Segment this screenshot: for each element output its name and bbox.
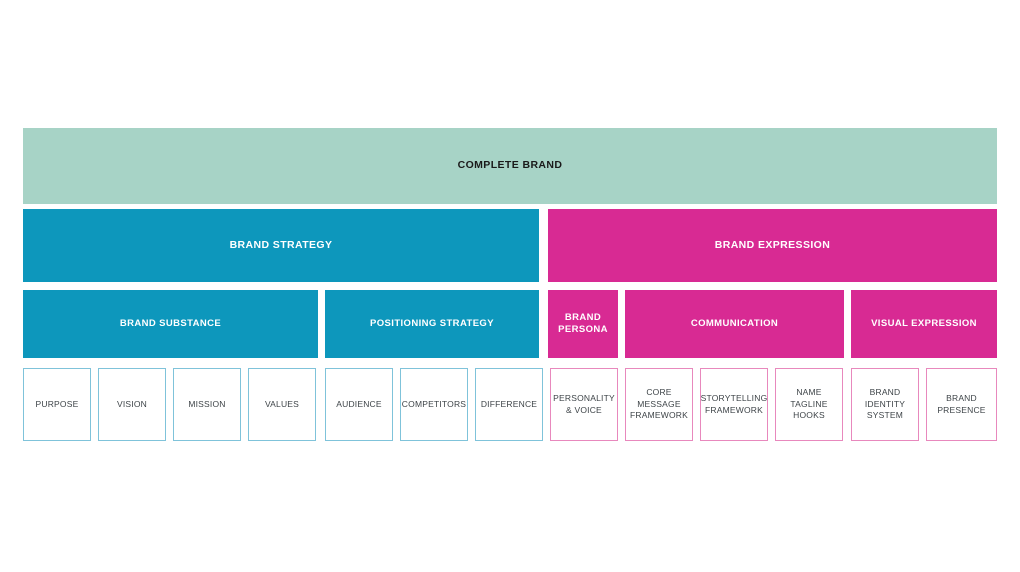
node-brand-substance-label: BRAND SUBSTANCE xyxy=(119,318,222,330)
node-brand-substance[interactable]: BRAND SUBSTANCE xyxy=(23,290,318,358)
node-values-label: VALUES xyxy=(264,398,300,409)
node-name-tagline-hooks-label: NAME TAGLINE HOOKS xyxy=(790,387,828,421)
node-name-tagline-hooks[interactable]: NAME TAGLINE HOOKS xyxy=(775,368,843,441)
node-visual-expression[interactable]: VISUAL EXPRESSION xyxy=(851,290,997,358)
node-brand-presence[interactable]: BRAND PRESENCE xyxy=(926,368,997,441)
node-vision[interactable]: VISION xyxy=(98,368,166,441)
node-values[interactable]: VALUES xyxy=(248,368,316,441)
node-brand-strategy-label: BRAND STRATEGY xyxy=(229,238,333,251)
node-brand-identity-system-label: BRAND IDENTITY SYSTEM xyxy=(864,387,906,421)
node-difference[interactable]: DIFFERENCE xyxy=(475,368,543,441)
node-competitors[interactable]: COMPETITORS xyxy=(400,368,468,441)
node-storytelling-framework-label: STORYTELLING FRAMEWORK xyxy=(700,393,768,415)
node-storytelling-framework[interactable]: STORYTELLING FRAMEWORK xyxy=(700,368,768,441)
node-personality-voice-label: PERSONALITY & VOICE xyxy=(553,393,615,415)
node-brand-persona-label: BRAND PERSONA xyxy=(558,312,608,335)
node-purpose[interactable]: PURPOSE xyxy=(23,368,91,441)
node-audience-label: AUDIENCE xyxy=(336,398,382,409)
node-complete-brand[interactable]: COMPLETE BRAND xyxy=(23,128,997,204)
node-mission-label: MISSION xyxy=(188,398,226,409)
node-difference-label: DIFFERENCE xyxy=(480,398,538,409)
node-brand-identity-system[interactable]: BRAND IDENTITY SYSTEM xyxy=(851,368,919,441)
node-brand-strategy[interactable]: BRAND STRATEGY xyxy=(23,209,539,282)
node-communication[interactable]: COMMUNICATION xyxy=(625,290,844,358)
node-communication-label: COMMUNICATION xyxy=(690,318,779,330)
node-purpose-label: PURPOSE xyxy=(35,398,79,409)
node-mission[interactable]: MISSION xyxy=(173,368,241,441)
node-brand-expression[interactable]: BRAND EXPRESSION xyxy=(548,209,997,282)
node-brand-presence-label: BRAND PRESENCE xyxy=(937,393,986,415)
node-positioning-strategy[interactable]: POSITIONING STRATEGY xyxy=(325,290,539,358)
node-visual-expression-label: VISUAL EXPRESSION xyxy=(871,318,977,330)
node-positioning-strategy-label: POSITIONING STRATEGY xyxy=(370,318,494,330)
node-core-message-framework[interactable]: CORE MESSAGE FRAMEWORK xyxy=(625,368,693,441)
node-vision-label: VISION xyxy=(116,398,147,409)
node-core-message-framework-label: CORE MESSAGE FRAMEWORK xyxy=(630,387,688,421)
node-audience[interactable]: AUDIENCE xyxy=(325,368,393,441)
node-brand-persona[interactable]: BRAND PERSONA xyxy=(548,290,618,358)
node-brand-expression-label: BRAND EXPRESSION xyxy=(714,238,831,251)
node-complete-brand-label: COMPLETE BRAND xyxy=(457,159,563,172)
node-personality-voice[interactable]: PERSONALITY & VOICE xyxy=(550,368,618,441)
node-competitors-label: COMPETITORS xyxy=(401,398,467,409)
